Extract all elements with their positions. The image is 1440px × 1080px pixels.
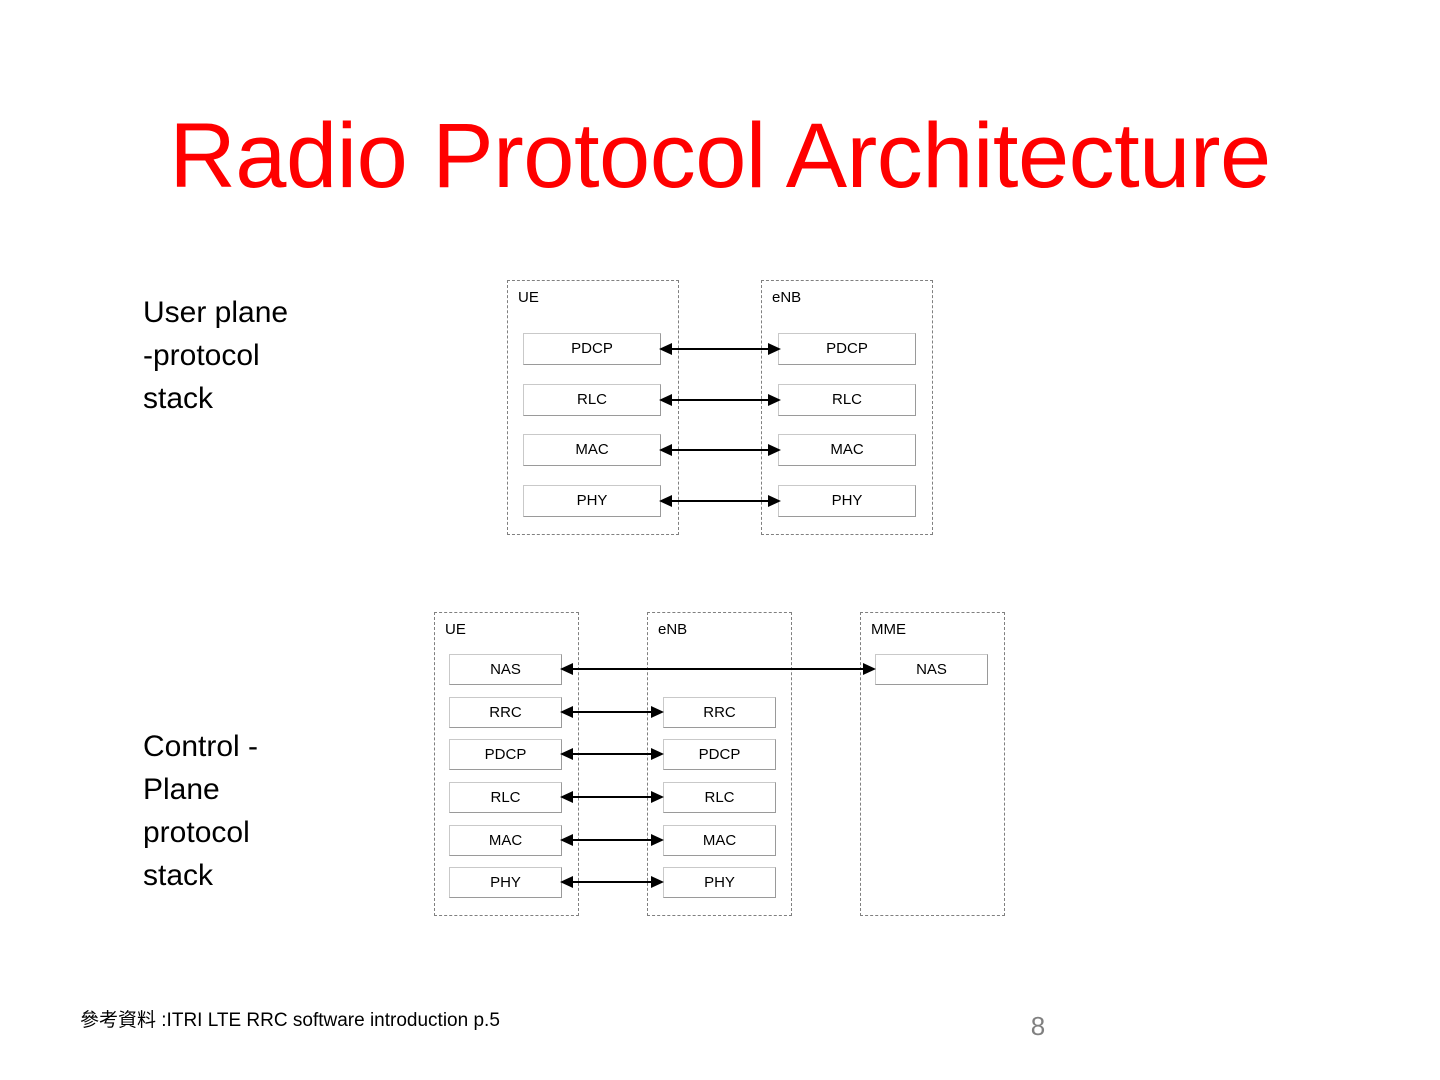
- layer-box-ue-pdcp: PDCP: [523, 333, 661, 365]
- layer-box-ue-nas: NAS: [449, 654, 562, 685]
- layer-box-enb-pdcp: PDCP: [663, 739, 776, 770]
- caption-control-plane: Control - Plane protocol stack: [143, 730, 259, 892]
- group-label-ue: UE: [518, 289, 539, 306]
- group-label-enb: eNB: [658, 621, 688, 638]
- layer-box-ue-rlc: RLC: [523, 384, 661, 416]
- layer-box-enb-pdcp: PDCP: [778, 333, 916, 365]
- group-ue-user-plane: UE: [507, 280, 679, 535]
- layer-box-enb-rrc: RRC: [663, 697, 776, 728]
- page-title: Radio Protocol Architecture: [169, 105, 1271, 207]
- layer-box-ue-mac: MAC: [449, 825, 562, 856]
- layer-box-enb-mac: MAC: [778, 434, 916, 466]
- group-enb-user-plane: eNB: [761, 280, 933, 535]
- layer-box-enb-phy: PHY: [778, 485, 916, 517]
- layer-box-ue-pdcp: PDCP: [449, 739, 562, 770]
- group-ue-control-plane: UE: [434, 612, 579, 916]
- layer-box-ue-phy: PHY: [449, 867, 562, 898]
- layer-box-enb-rlc: RLC: [778, 384, 916, 416]
- layer-box-ue-rlc: RLC: [449, 782, 562, 813]
- layer-box-enb-phy: PHY: [663, 867, 776, 898]
- page-number: 8: [1030, 1011, 1046, 1041]
- group-label-enb: eNB: [772, 289, 802, 306]
- layer-box-enb-mac: MAC: [663, 825, 776, 856]
- group-enb-control-plane: eNB: [647, 612, 792, 916]
- caption-user-plane: User plane -protocol stack: [143, 296, 289, 415]
- layer-box-enb-rlc: RLC: [663, 782, 776, 813]
- layer-box-ue-mac: MAC: [523, 434, 661, 466]
- layer-box-ue-rrc: RRC: [449, 697, 562, 728]
- footer-reference: 參考資料 :ITRI LTE RRC software introduction…: [80, 1010, 500, 1031]
- layer-box-mme-nas: NAS: [875, 654, 988, 685]
- group-label-mme: MME: [871, 621, 906, 638]
- group-mme-control-plane: MME: [860, 612, 1005, 916]
- layer-box-ue-phy: PHY: [523, 485, 661, 517]
- group-label-ue: UE: [445, 621, 466, 638]
